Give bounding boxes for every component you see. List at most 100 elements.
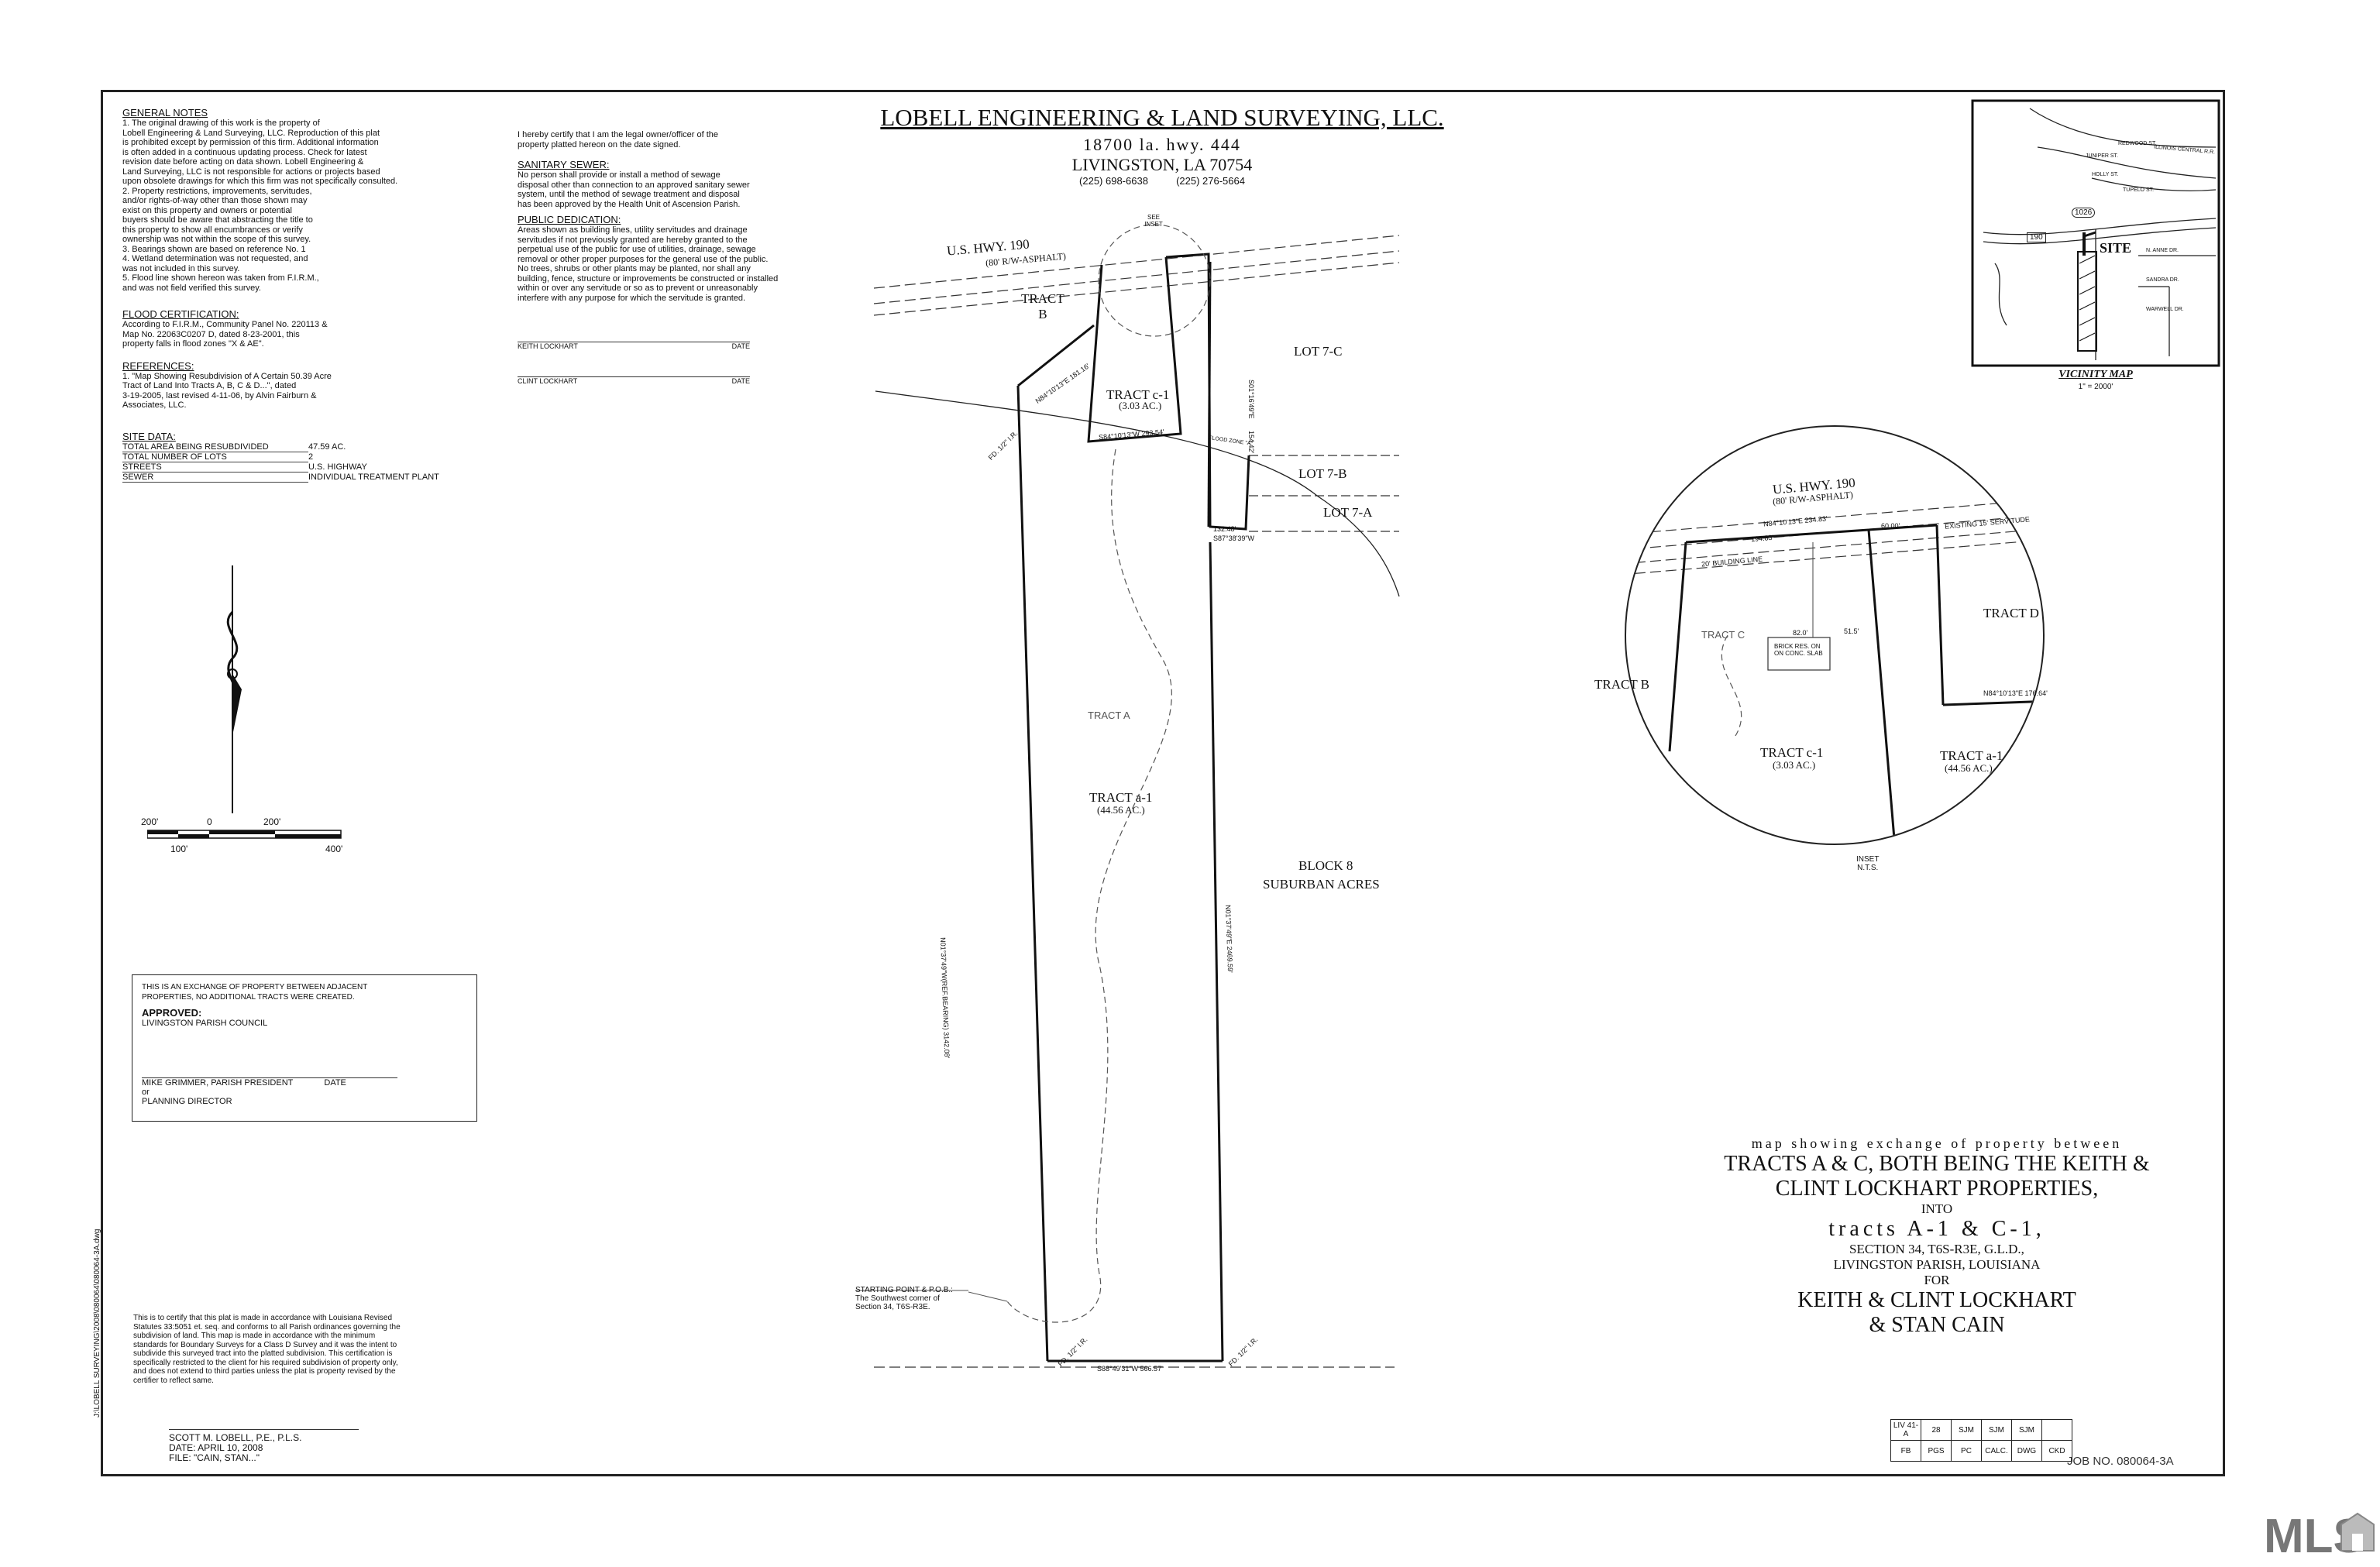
title-block: map showing exchange of property between… (1666, 1136, 2208, 1338)
rec-bot-1: PGS (1921, 1440, 1952, 1462)
title-line-9: KEITH & CLINT LOCKHART (1797, 1288, 2076, 1312)
title-line-3: CLINT LOCKHART PROPERTIES, (1775, 1177, 2099, 1201)
inset-tract-a1: TRACT a-1 (1940, 748, 2003, 763)
lot-7c-label: LOT 7-C (1294, 344, 1343, 359)
site-data-key: TOTAL AREA BEING RESUBDIVIDED (122, 442, 308, 452)
title-line-1: map showing exchange of property between (1751, 1136, 2123, 1151)
rec-top-0: LIV 41-A (1890, 1419, 1921, 1441)
title-line-8: FOR (1924, 1273, 1950, 1287)
signature-line-2: CLINT LOCKHART DATE (518, 376, 750, 385)
sig2-name: CLINT LOCKHART (518, 377, 578, 385)
inset-tract-c1: TRACT c-1 (1760, 745, 1824, 760)
scale-l100: 100' (170, 844, 188, 854)
inset-brick-res: BRICK RES. ON ON CONC. SLAB (1774, 643, 1823, 657)
sig1-name: KEITH LOCKHART (518, 342, 578, 350)
scale-top-labels: 200' 0 200' (141, 816, 349, 829)
firm-address1: 18700 la. hwy. 444 (1083, 135, 1241, 154)
record-block: LIV 41-A 28 SJM SJM SJM FB PGS PC CALC. … (1890, 1419, 2072, 1462)
vic-route-shield: 1026 (2072, 208, 2096, 218)
lot-7a-label: LOT 7-A (1323, 505, 1373, 520)
suburban-acres-label: SUBURBAN ACRES (1263, 877, 1380, 892)
inset-tract-b: TRACT B (1594, 677, 1650, 692)
references-heading: REFERENCES: (122, 359, 194, 372)
rec-bot-2: PC (1951, 1440, 1982, 1462)
site-data-value: 2 (308, 452, 314, 462)
inset-dist-82: 82.0' (1793, 629, 1808, 637)
owner-cert-text: I hereby certify that I am the legal own… (518, 130, 719, 149)
approval-date: DATE (324, 1078, 346, 1088)
site-data-value: 47.59 AC. (308, 442, 346, 452)
surveyor-certification: This is to certify that this plat is mad… (133, 1314, 401, 1385)
general-notes-text: 1. The original drawing of this work is … (122, 119, 398, 293)
scale-l0: 0 (207, 816, 212, 827)
vic-hwy-shield: 190 (2027, 232, 2046, 242)
tract-c1-label: TRACT c-1 (1106, 387, 1170, 402)
approved-label: APPROVED: (142, 1007, 202, 1019)
tract-a1-acres: (44.56 AC.) (1097, 804, 1145, 816)
general-notes: GENERAL NOTES 1. The original drawing of… (122, 107, 448, 483)
title-line-5: tracts A-1 & C-1, (1828, 1217, 2045, 1241)
surveyor-file: FILE: "CAIN, STAN..." (169, 1452, 260, 1463)
rec-top-3: SJM (1981, 1419, 2012, 1441)
title-line-2: TRACTS A & C, BOTH BEING THE KEITH & (1724, 1152, 2150, 1176)
title-line-7: LIVINGSTON PARISH, LOUISIANA (1833, 1257, 2041, 1272)
vicinity-map-title: VICINITY MAP (2058, 369, 2133, 380)
rec-bot-3: CALC. (1981, 1440, 2012, 1462)
tract-a1-label: TRACT a-1 (1089, 790, 1153, 805)
approval-box: THIS IS AN EXCHANGE OF PROPERTY BETWEEN … (132, 974, 477, 1122)
drawing-border (101, 90, 2225, 1476)
block-8-label: BLOCK 8 (1298, 858, 1353, 873)
site-data-key: SEWER (122, 473, 308, 483)
inset-label: INSET N.T.S. (1856, 855, 1880, 872)
firm-phone1: (225) 698-6638 (1079, 175, 1148, 187)
title-line-6: SECTION 34, T6S-R3E, G.L.D., (1849, 1242, 2024, 1256)
site-data-value: INDIVIDUAL TREATMENT PLANT (308, 472, 439, 482)
see-inset-label: SEE INSET (1144, 214, 1163, 228)
vic-street-6: WARWELL DR. (2146, 307, 2184, 312)
job-number: JOB NO. 080064-3A (2067, 1455, 2174, 1468)
scale-r200: 200' (263, 816, 281, 827)
vic-street-1: JUNIPER ST. (2086, 153, 2119, 159)
dedication-text: Areas shown as building lines, utility s… (518, 225, 779, 303)
flood-text: According to F.I.R.M., Community Panel N… (122, 320, 328, 349)
surveyor-name: SCOTT M. LOBELL, P.E., P.L.S. (169, 1432, 302, 1443)
vic-street-3: TUPELO ST. (2123, 187, 2155, 193)
dist-132: 132.48' (1213, 525, 1236, 533)
rec-top-5 (2041, 1419, 2072, 1441)
mls-house-icon (2340, 1512, 2375, 1552)
sig1-date: DATE (731, 342, 750, 350)
rec-top-2: SJM (1951, 1419, 1982, 1441)
record-table: LIV 41-A 28 SJM SJM SJM FB PGS PC CALC. … (1890, 1419, 2072, 1462)
president-name: MIKE GRIMMER, PARISH PRESIDENT (142, 1078, 294, 1088)
starting-point-label: STARTING POINT & P.O.B.: The Southwest c… (855, 1286, 953, 1311)
tract-c1-acres: (3.03 AC.) (1119, 400, 1162, 411)
sig2-date: DATE (731, 377, 750, 385)
director-label: PLANNING DIRECTOR (142, 1097, 232, 1106)
dedication-heading: PUBLIC DEDICATION: (518, 214, 621, 225)
rec-top-1: 28 (1921, 1419, 1952, 1441)
inset-dist-51: 51.5' (1844, 627, 1859, 635)
inset-tract-a1-acres: (44.56 AC.) (1945, 762, 1993, 774)
council-label: LIVINGSTON PARISH COUNCIL (142, 1019, 268, 1028)
scale-l200: 200' (141, 816, 159, 827)
rec-top-4: SJM (2011, 1419, 2042, 1441)
vicinity-map-scale: 1" = 2000' (2078, 383, 2113, 391)
vic-street-0: REDWOOD ST. (2118, 141, 2157, 146)
lot-7b-label: LOT 7-B (1298, 466, 1347, 481)
rec-bot-0: FB (1890, 1440, 1921, 1462)
general-notes-heading: GENERAL NOTES (122, 107, 208, 119)
approval-or: or (142, 1088, 150, 1097)
c1-south2-bearing: S87°38'39"W (1213, 534, 1255, 542)
graphic-scale: 200' 0 200' 100' 400' (141, 816, 349, 856)
inset-tract-d: TRACT D (1983, 606, 2039, 620)
site-data-key: TOTAL NUMBER OF LOTS (122, 452, 308, 462)
scale-r400: 400' (325, 844, 343, 854)
inset-tract-c: TRACT C (1701, 629, 1745, 641)
rec-bot-5: CKD (2041, 1440, 2072, 1462)
surveyor-block: SCOTT M. LOBELL, P.E., P.L.S. DATE: APRI… (169, 1433, 301, 1463)
